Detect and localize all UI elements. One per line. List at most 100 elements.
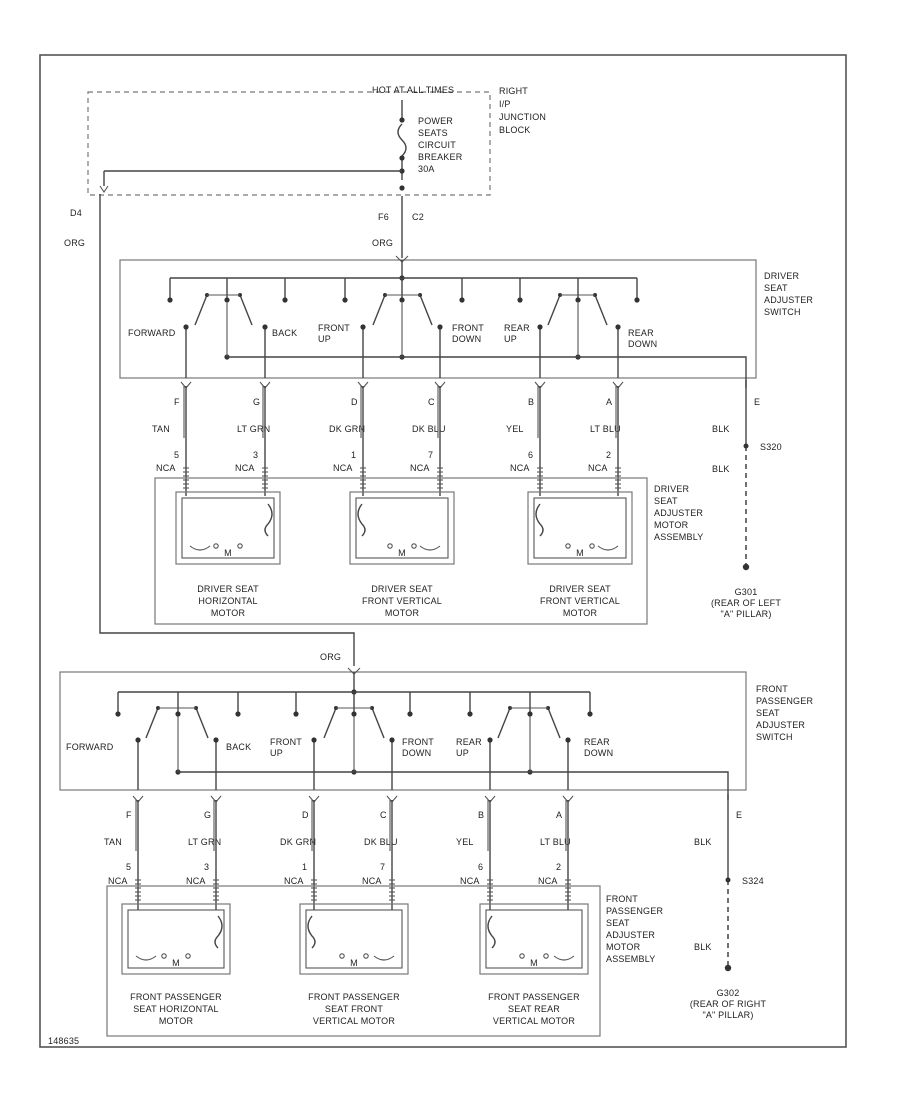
driver-motor-2-brush [357, 503, 366, 537]
driver-motor-name: HORIZONTAL [198, 596, 257, 606]
passenger-contact [293, 711, 299, 717]
driver-contact [183, 324, 189, 330]
passenger-motor-name: FRONT PASSENGER [308, 992, 400, 1002]
driver-motor-name: FRONT VERTICAL [540, 596, 620, 606]
passenger-contact [487, 737, 493, 743]
passenger-switch-box [59, 671, 747, 791]
driver-contact [224, 297, 230, 303]
driver-ground-label: "A" PILLAR) [720, 609, 771, 619]
driver-connector-name: NCA [156, 463, 176, 473]
driver-contact [517, 297, 523, 303]
passenger-pin-label: A [556, 810, 562, 820]
passenger-motor-3-winding [553, 955, 575, 961]
passenger-position-label: FRONT [270, 737, 302, 747]
driver-motor-assembly-label: DRIVER [654, 484, 690, 494]
passenger-motor-name: MOTOR [159, 1016, 194, 1026]
passenger-motor-3-brush [487, 915, 496, 949]
passenger-motor-2-winding [373, 955, 395, 961]
driver-position-label: FRONT [318, 323, 350, 333]
passenger-pin-label: E [736, 810, 742, 820]
driver-connector-name: NCA [510, 463, 530, 473]
passenger-wire-color-label: DK BLU [364, 837, 398, 847]
terminal-d4: D4 [70, 208, 82, 218]
passenger-connector-name: NCA [108, 876, 128, 886]
driver-switch-blade [419, 294, 433, 326]
passenger-connector-pin: 6 [478, 862, 483, 872]
driver-connector-name: NCA [410, 463, 430, 473]
junction-block-label: RIGHT [499, 86, 528, 96]
driver-wire-color-label: BLK [712, 424, 730, 434]
passenger-contact [351, 711, 357, 717]
driver-contact [459, 297, 465, 303]
driver-switch-label: SWITCH [764, 307, 801, 317]
passenger-motor-2-brush [307, 915, 316, 949]
driver-contact [399, 297, 405, 303]
passenger-ground-point [724, 964, 732, 972]
driver-connector-pin: 5 [174, 450, 179, 460]
passenger-ground-bus [178, 771, 729, 800]
driver-contact [282, 297, 288, 303]
passenger-motor-2-terminal [339, 953, 345, 959]
driver-switch-blade [372, 294, 386, 326]
driver-connector-pin: 3 [253, 450, 258, 460]
driver-switch-label: SEAT [764, 283, 788, 293]
driver-motor-name: MOTOR [211, 608, 246, 618]
passenger-position-label: UP [270, 748, 283, 758]
driver-motor-2-inner [355, 497, 449, 559]
passenger-contact [135, 737, 141, 743]
passenger-motor-3-terminal [543, 953, 549, 959]
passenger-motor-assembly-label: ASSEMBLY [606, 954, 655, 964]
passenger-switch-blade [497, 707, 511, 739]
passenger-wire-color-label: TAN [104, 837, 122, 847]
driver-wire-color-label: LT GRN [237, 424, 270, 434]
driver-connector-pin: 2 [606, 450, 611, 460]
driver-wire-color-label: BLK [712, 464, 730, 474]
passenger-connector-pin: 1 [302, 862, 307, 872]
passenger-switch-label: PASSENGER [756, 696, 813, 706]
passenger-switch-blade [371, 707, 385, 739]
driver-motor-name: DRIVER SEAT [549, 584, 611, 594]
circuit-breaker-label: CIRCUIT [418, 140, 456, 150]
passenger-switch-blade [547, 707, 561, 739]
driver-motor-1-brush [264, 503, 273, 537]
driver-ground-point [742, 563, 750, 571]
passenger-motor-1-inner [127, 909, 225, 969]
passenger-motor-assembly-label: SEAT [606, 918, 630, 928]
connector-terminal [99, 185, 109, 193]
driver-wire-color-label: DK GRN [329, 424, 365, 434]
passenger-motor-2-inner [305, 909, 403, 969]
driver-contact [262, 324, 268, 330]
passenger-position-label: UP [456, 748, 469, 758]
passenger-motor-mark: M [350, 958, 358, 968]
driver-connector-name: NCA [235, 463, 255, 473]
passenger-motor-1-brush [214, 915, 223, 949]
driver-wire-color-label: LT BLU [590, 424, 621, 434]
driver-motor-1-box [175, 491, 281, 565]
passenger-motor-1-terminal [185, 953, 191, 959]
passenger-connector-pin: 5 [126, 862, 131, 872]
driver-position-label: DOWN [452, 334, 481, 344]
passenger-connector-name: NCA [460, 876, 480, 886]
driver-connector-pin: 1 [351, 450, 356, 460]
driver-position-label: DOWN [628, 339, 657, 349]
driver-connector-pin: 7 [428, 450, 433, 460]
driver-contact [360, 324, 366, 330]
driver-motor-2-box [349, 491, 455, 565]
passenger-motor-2-terminal [363, 953, 369, 959]
passenger-position-label: FORWARD [66, 742, 114, 752]
circuit-breaker-label: BREAKER [418, 152, 463, 162]
driver-pin-label: A [606, 397, 612, 407]
driver-motor-name: DRIVER SEAT [371, 584, 433, 594]
diagram-frame [39, 54, 847, 1048]
driver-switch-blade [594, 294, 608, 326]
passenger-motor-3-terminal [519, 953, 525, 959]
connector-terminal [399, 185, 405, 191]
passenger-connector-name: NCA [538, 876, 558, 886]
passenger-pin-label: F [126, 810, 132, 820]
passenger-wire-color-label: LT BLU [540, 837, 571, 847]
driver-motor-name: MOTOR [385, 608, 420, 618]
passenger-connector-pin: 2 [556, 862, 561, 872]
driver-motor-assembly [154, 477, 648, 625]
terminal-c2: C2 [412, 212, 424, 222]
